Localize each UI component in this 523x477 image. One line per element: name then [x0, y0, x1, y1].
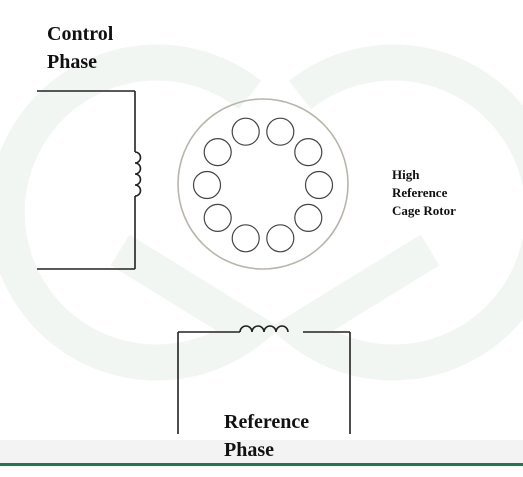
rotor-bar — [266, 117, 295, 146]
rotor-bar — [294, 203, 323, 232]
reference-phase-label: Reference Phase — [224, 408, 309, 464]
rotor-bar — [203, 203, 232, 232]
rotor-label-line2: Reference — [392, 185, 448, 200]
reference-label-line1: Reference — [224, 411, 310, 433]
watermark-left-arc — [0, 44, 282, 381]
control-phase-label: Control Phase — [47, 20, 113, 76]
rotor-label: High Reference Cage Rotor — [392, 166, 456, 220]
stator-circle — [177, 98, 349, 270]
control-coil — [134, 151, 142, 197]
reference-coil — [239, 325, 289, 333]
reference-label-line2: Phase — [224, 439, 274, 461]
rotor-bar — [231, 224, 260, 253]
rotor-bar — [304, 170, 334, 200]
rotor-bar — [294, 138, 323, 167]
watermark-logo — [0, 44, 523, 381]
watermark-right-arc — [268, 44, 523, 381]
bottom-band — [0, 440, 523, 464]
rotor-bar — [231, 117, 260, 146]
bottom-divider — [0, 463, 523, 466]
rotor-bar — [192, 170, 222, 200]
control-phase-winding — [37, 90, 142, 270]
rotor-bars — [192, 117, 334, 253]
reference-phase-winding — [177, 325, 351, 434]
rotor-label-line1: High — [392, 167, 420, 182]
control-label-line2: Phase — [47, 51, 97, 73]
rotor-bar — [203, 138, 232, 167]
control-label-line1: Control — [47, 23, 114, 45]
rotor-label-line3: Cage Rotor — [392, 203, 456, 218]
rotor-bar — [266, 224, 295, 253]
